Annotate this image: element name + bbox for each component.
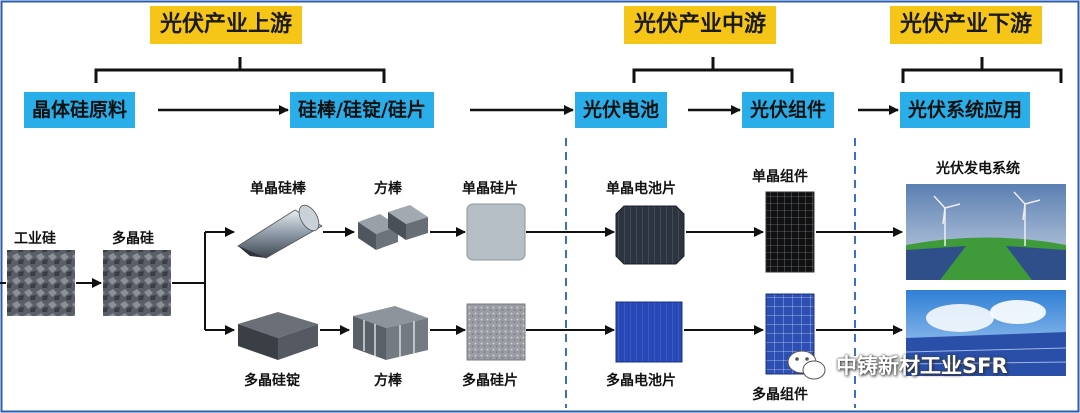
polysilicon-image (103, 250, 171, 316)
label-mono-square: 方棒 (374, 181, 402, 197)
label-poly-wafer: 多晶硅片 (462, 373, 518, 389)
pv-system-image-top (906, 184, 1066, 280)
mono-cell-image (615, 205, 685, 265)
pv-system-image-bottom (905, 290, 1067, 376)
label-mono-module: 单晶组件 (752, 169, 808, 185)
poly-square-rod-image (353, 306, 428, 360)
label-poly-square: 方棒 (374, 373, 402, 389)
upstream-brace (94, 57, 386, 83)
step-module: 光伏组件 (742, 92, 835, 128)
step-ingot-wafer: 硅棒/硅锭/硅片 (290, 92, 434, 128)
stage-downstream-title: 光伏产业下游 (890, 6, 1043, 44)
label-industrial-silicon: 工业硅 (14, 231, 56, 247)
stage-midstream-title: 光伏产业中游 (624, 6, 777, 44)
mono-module-image (765, 191, 815, 273)
poly-wafer-image (466, 303, 526, 361)
label-poly-cell: 多晶电池片 (606, 373, 676, 389)
branch-line (172, 232, 206, 330)
industrial-silicon-image (7, 250, 75, 316)
label-mono-wafer: 单晶硅片 (462, 181, 518, 197)
mono-rod-image (237, 204, 323, 259)
label-polysilicon: 多晶硅 (112, 231, 154, 247)
wechat-icon (787, 350, 826, 380)
mono-square-rod-image (358, 205, 428, 250)
step-cell: 光伏电池 (575, 92, 668, 128)
step-raw-material: 晶体硅原料 (24, 92, 136, 128)
label-mono-cell: 单晶电池片 (606, 181, 676, 197)
mono-wafer-image (466, 203, 526, 261)
label-poly-ingot: 多晶硅锭 (244, 373, 300, 389)
label-poly-module: 多晶组件 (752, 387, 808, 403)
downstream-brace (901, 57, 1063, 83)
midstream-brace (632, 57, 794, 83)
poly-cell-image (615, 301, 683, 363)
label-pv-system: 光伏发电系统 (936, 161, 1020, 177)
label-mono-rod: 单晶硅棒 (250, 181, 306, 197)
step-system: 光伏系统应用 (900, 92, 1031, 128)
poly-ingot-image (238, 312, 318, 360)
stage-upstream-title: 光伏产业上游 (150, 6, 303, 44)
watermark-text: 中铸新材工业SFR (836, 354, 1008, 378)
